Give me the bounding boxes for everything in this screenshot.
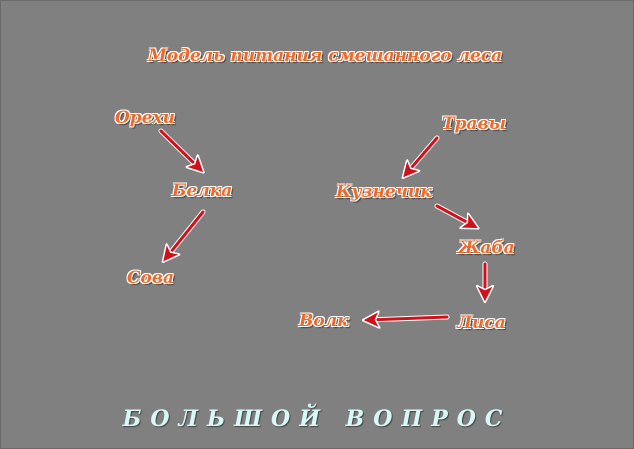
node-fox: Лиса [457, 313, 506, 333]
footer-big-question: БОЛЬШОЙ ВОПРОС [122, 406, 512, 432]
arrow-fox-wolf [368, 317, 450, 320]
arrow-nuts-squirrel [158, 128, 200, 169]
arrow-grass-grasshopper [406, 135, 440, 174]
node-toad: Жаба [458, 238, 515, 258]
arrow-grasshopper-toad [434, 203, 474, 226]
arrow-squirrel-owl [166, 209, 206, 258]
slide-title: Модель питания смешанного леса [148, 46, 503, 66]
node-owl: Сова [127, 268, 175, 288]
node-nuts: Орехи [115, 108, 176, 128]
node-grass: Травы [442, 114, 507, 134]
node-grasshopper: Кузнечик [336, 182, 432, 202]
node-squirrel: Белка [172, 181, 233, 201]
node-wolf: Волк [299, 311, 349, 331]
